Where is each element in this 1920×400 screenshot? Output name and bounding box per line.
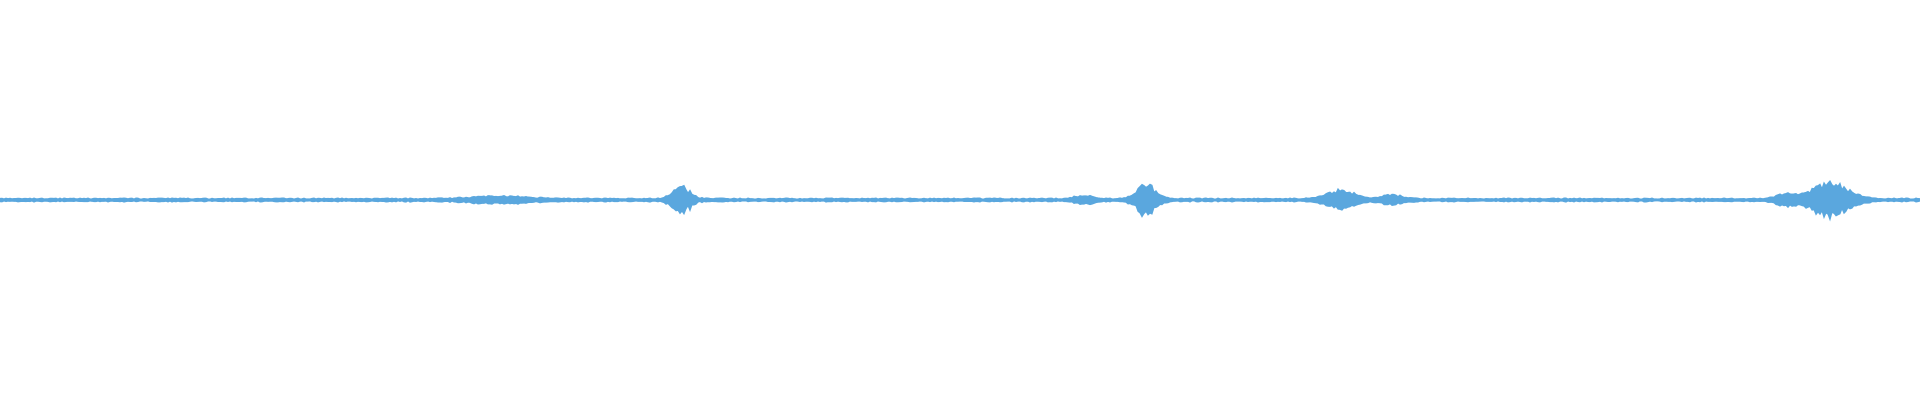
waveform-path (0, 180, 1920, 222)
